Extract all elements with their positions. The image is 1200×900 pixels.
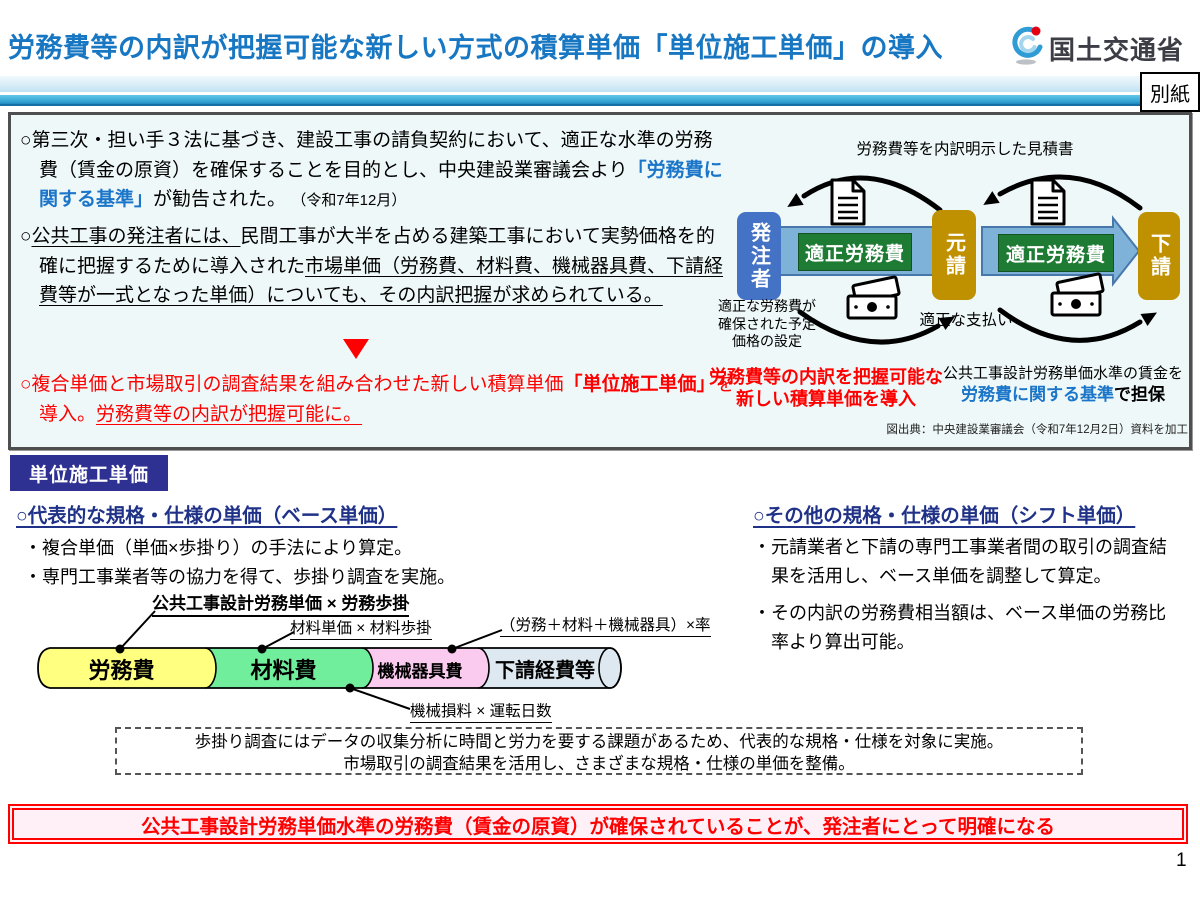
note-planned-price-l1: 適正な労務費が [718,298,816,314]
payment-arrow-right [997,307,1143,343]
formula-material: 材料単価 × 材料歩掛 [290,616,432,640]
section-badge-unit-price: 単位施工単価 [10,455,168,491]
bar-label-machine: 機械器具費 [377,662,463,681]
header-accent-stripe [0,95,1200,106]
cost-composition-bar [37,610,622,710]
base-price-bullet: ・複合単価（単価×歩掛り）の手法により算定。 [24,538,413,558]
bar-segment-dividers [204,647,490,689]
fair-labor-cost-badge: 適正労務費 [998,234,1114,272]
note-planned-price: 適正な労務費が 確保された予定 価格の設定 [696,298,838,351]
shift-price-heading: ○その他の規格・仕様の単価（シフト単価） [753,505,1136,527]
estimate-arrow-left-head [787,193,804,207]
payment-arrow-left [797,309,941,345]
summary-panel [8,112,1192,450]
leader-line-material [261,631,295,650]
formula-subcontract: （労務＋材料＋機械器具）×率 [500,613,711,637]
note-fair-payment: 適正な支払い [919,312,1013,329]
note-planned-price-l3: 価格の設定 [732,333,802,349]
money-icon [1050,272,1105,317]
estimate-arrow-right [997,174,1143,211]
p2-underline-owner: 公共工事の発注者には、 [31,226,241,247]
shift-price-bullet: ・元請業者と下請の専門工事業者間の取引の調査結果を活用し、ベース単価を調整して算… [753,537,1167,586]
red-down-triangle [343,339,369,359]
party-box-owner: 発注者 [737,212,781,300]
p3-mid: を導入。 [39,374,735,425]
bar-outline [37,647,622,689]
bar-segment-subcontract [478,648,621,688]
conclusion-box: 公共工事設計労務単価水準の労務費（賃金の原資）が確保されていることが、発注者にと… [8,804,1188,844]
base-price-heading: ○代表的な規格・仕様の単価（ベース単価） [16,505,398,527]
p2-marker: ○ [20,226,32,247]
payment-arrow-right-head [1140,312,1157,327]
diagram-guarantee-note: 公共工事設計労務単価水準の賃金を 労務費に関する基準で担保 [938,364,1188,406]
leader-line-machine [349,687,411,710]
document-icon [830,178,866,226]
figure-source-caption: 図出典：中央建設業審議会（令和7年12月2日）資料を加工 [886,424,1188,436]
bar-label-subcontract: 下請経費等 [495,660,595,682]
diagram-top-label: 労務費等を内訳明示した見積書 [856,141,1074,158]
anchor-dot-subcontract [447,644,457,654]
formula-machine: 機械損料 × 運転日数 [410,699,552,723]
leader-line-labor [119,610,156,650]
note-planned-price-l2: 確保された予定 [718,315,816,332]
party-box-subcontractor: 下請 [1138,212,1180,300]
p3-term: 「単位施工単価」 [563,374,716,395]
guarantee-standard-name: 労務費に関する基準 [961,385,1114,404]
bar-segment-labor [38,648,216,688]
mlit-logo-sun [1031,26,1041,36]
document-icon [1030,178,1066,226]
p1-text: ○第三次・担い手３法に基づき、建設工事の請負契約において、適正な水準の労務費（賃… [20,130,713,181]
survey-note-box: 歩掛り調査にはデータの収集分析に時間と労力を要する課題があるため、代表的な規格・… [115,727,1083,775]
p2-mid: 民間工事が大半を占める建築工事において実勢価格を的確に把握するために導入された [39,226,715,277]
anchor-dot-machine [345,683,355,693]
p3-pre: ○複合単価と市場取引の調査結果を組み合わせた新しい積算単価 [20,374,564,395]
p1-standard-name: 「労務費に関する基準」 [39,159,723,211]
diagram-red-note: 労務費等の内訳を把握可能な 新しい積算単価を導入 [700,367,952,410]
agency-name: 国土交通省 [1049,35,1185,65]
leader-line-subcontract [451,629,503,650]
bar-label-material: 材料費 [250,658,317,683]
conclusion-text: 公共工事設計労務単価水準の労務費（賃金の原資）が確保されていることが、発注者にと… [141,815,1055,838]
mlit-logo-shadow [1016,59,1036,65]
bar-label-labor: 労務費 [88,658,155,683]
paragraph-market-unit-price: ○公共工事の発注者には、民間工事が大半を占める建築工事において実勢価格を的確に把… [20,222,725,311]
guarantee-line1: 公共工事設計労務単価水準の賃金を [942,365,1183,382]
paragraph-new-unit-price: ○複合単価と市場取引の調査結果を組み合わせた新しい積算単価「単位施工単価」を導入… [20,370,739,429]
page-number: 1 [1176,850,1187,871]
survey-note-line2: 市場取引の調査結果を活用し、さまざまな規格・仕様の単価を整備。 [343,755,855,773]
fair-labor-cost-badge: 適正労務費 [798,233,912,271]
estimate-arrow-left [801,175,943,213]
p2-underline-market-price: 市場単価（労務費、材料費、機械器具費、下請経費等が一式となった単価）についても、… [39,255,724,307]
estimate-arrow-right-head [983,191,1000,205]
mlit-logo [1012,26,1043,65]
mlit-logo-outer-swirl [1012,26,1043,58]
p1-tail: が勧告された。 [153,189,287,210]
p3-underline: 労務費等の内訳が把握可能に。 [96,403,363,425]
attachment-label: 別紙 [1140,72,1200,112]
anchor-dot-material [257,644,267,654]
shift-price-bullet: ・その内訳の労務費相当額は、ベース単価の労務比率より算出可能。 [753,603,1167,652]
mlit-logo-inner-swirl [1019,35,1037,54]
header-gradient-band [0,76,1200,92]
p1-date: （令和7年12月） [291,192,407,209]
base-price-bullet: ・専門工事業者等の協力を得て、歩掛り調査を実施。 [24,567,456,587]
guarantee-line2: 労務費に関する基準で担保 [938,383,1188,406]
survey-note-line1: 歩掛り調査にはデータの収集分析に時間と労力を要する課題があるため、代表的な規格・… [194,733,1004,751]
payment-arrow-left-head [938,316,955,331]
money-icon [846,275,901,320]
paragraph-standard-recommendation: ○第三次・担い手３法に基づき、建設工事の請負契約において、適正な水準の労務費（賃… [20,126,725,216]
diagram-red-note-l2: 新しい積算単価を導入 [736,388,916,409]
anchor-dot-labor [115,644,125,654]
guarantee-tail: で担保 [1114,385,1165,404]
bar-segment-machine [362,648,489,688]
formula-labor: 公共工事設計労務単価 × 労務歩掛 [152,589,410,617]
bar-segment-material [205,648,373,688]
diagram-red-note-l1: 労務費等の内訳を把握可能な [709,367,943,387]
party-box-prime-contractor: 元請 [932,210,976,300]
page-title: 労務費等の内訳が把握可能な新しい方式の積算単価「単位施工単価」の導入 [8,33,943,63]
